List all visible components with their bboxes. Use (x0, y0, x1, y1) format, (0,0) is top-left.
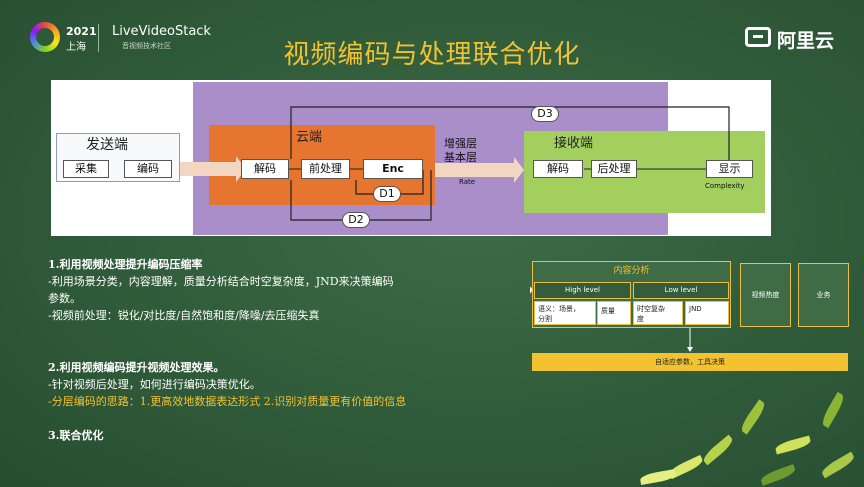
preprocess-box: 前处理 (301, 159, 350, 179)
analysis-down-arrow (687, 347, 693, 352)
semantic-box: 语义：场景， 分割 (534, 301, 596, 325)
layer-base: 基本层 (444, 151, 477, 164)
rate-label: Rate (459, 178, 476, 186)
cloud-label: 云端 (296, 130, 323, 145)
semantic-line1: 语义：场景， (538, 305, 580, 313)
aliyun-logo-bar (753, 35, 763, 38)
section2-line2: -分层编码的思路：1.更高效地数据表达形式 2.识别对质量更有价值的信息 (48, 395, 407, 408)
spatio-line2: 度 (637, 315, 644, 323)
brand-logo: LiveVideoStack (112, 24, 211, 39)
section2-heading: 2.利用视频编码提升视频处理效果。 (48, 361, 225, 374)
receiver-decode-box: 解码 (533, 160, 583, 178)
aliyun-logo-icon (745, 27, 771, 47)
header-divider (98, 24, 99, 52)
popularity-box: 视频热度 (740, 263, 791, 327)
spatio-box: 时空复杂 度 (633, 301, 683, 325)
d3-line (290, 106, 730, 160)
section1-line3: -视频前处理：锐化/对比度/自然饱和度/降噪/去压缩失真 (48, 309, 320, 322)
pipeline-lines (110, 106, 730, 221)
leaf-decoration (639, 468, 677, 486)
event-logo-inner (36, 28, 54, 46)
capture-box: 采集 (63, 160, 109, 178)
leaf-decoration (700, 434, 736, 466)
encode-box: 编码 (124, 160, 172, 178)
analysis-title: 内容分析 (613, 266, 650, 276)
event-year: 2021 (66, 25, 97, 38)
analysis-lines (530, 286, 693, 352)
low-level-header: Low level (633, 282, 729, 299)
spatio-line1: 时空复杂 (637, 305, 665, 313)
analysis-input-arrow (530, 286, 533, 294)
company-name: 阿里云 (777, 30, 835, 52)
leaf-decoration (759, 464, 797, 486)
postprocess-box: 后处理 (591, 160, 637, 178)
leaf-decoration (738, 399, 768, 435)
d1-badge: D1 (373, 186, 401, 202)
pipeline-diagram: 发送端 采集 编码 云端 解码 前处理 Enc D1 D2 D3 增强层 基本层… (51, 80, 771, 236)
layer-enhanced: 增强层 (444, 137, 477, 150)
slide-title: 视频编码与处理联合优化 (283, 40, 581, 70)
enc-box: Enc (363, 159, 423, 179)
jnd-box: JND (685, 301, 729, 325)
display-box: 显示 (706, 160, 753, 178)
decision-bar: 自适应参数，工具决策 (532, 353, 848, 371)
leaf-decoration (819, 451, 857, 479)
section2-line1: -针对视频后处理，如何进行编码决策优化。 (48, 378, 261, 391)
section1-line1: -利用场景分类，内容理解，质量分析结合时空复杂度，JND来决策编码 (48, 275, 394, 288)
section1-line2: 参数。 (48, 292, 81, 305)
cloud-decode-box: 解码 (241, 159, 289, 179)
section3-heading: 3.联合优化 (48, 429, 104, 442)
semantic-line2: 分割 (538, 315, 552, 323)
complexity-label: Complexity (705, 182, 745, 190)
leaf-decoration (819, 391, 847, 429)
d2-badge: D2 (342, 212, 370, 228)
leaf-decoration (774, 435, 812, 455)
sender-label: 发送端 (86, 137, 128, 153)
high-level-header: High level (534, 282, 631, 299)
business-box: 业务 (798, 263, 849, 327)
quality-box: 质量 (597, 301, 631, 325)
d3-badge: D3 (531, 106, 559, 122)
content-analysis-diagram: 内容分析 High level Low level 语义：场景， 分割 质量 时… (530, 261, 856, 373)
section1-heading: 1.利用视频处理提升编码压缩率 (48, 258, 203, 271)
arrow-cloud-to-receiver (435, 157, 524, 183)
brand-subtitle: 音视频技术社区 (122, 42, 171, 50)
event-city: 上海 (66, 42, 86, 53)
receiver-label: 接收端 (554, 136, 594, 151)
arrow-sender-to-cloud (179, 156, 246, 182)
